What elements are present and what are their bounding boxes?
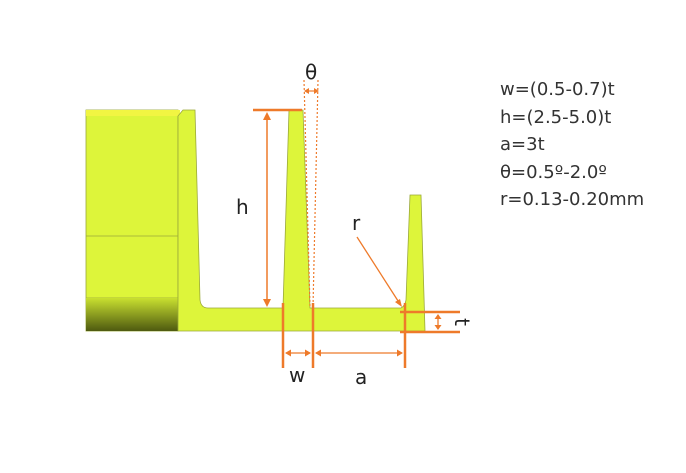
spec-a: a=3t — [500, 134, 545, 155]
side-block-shaded — [86, 298, 178, 331]
w-a-dimension — [281, 303, 407, 368]
side-block — [85, 109, 179, 332]
part-body — [177, 109, 426, 332]
t-dimension — [400, 310, 460, 334]
theta-dimension — [303, 79, 319, 308]
spec-h: h=(2.5-5.0)t — [500, 106, 612, 128]
side-block-top-edge — [86, 110, 180, 116]
h-dimension — [253, 108, 302, 307]
spec-list: w=(0.5-0.7)t h=(2.5-5.0)t a=3t θ=0.5º-2.… — [500, 76, 644, 214]
theta-label: θ — [305, 60, 317, 84]
w-label: w — [289, 363, 305, 387]
h-label: h — [236, 195, 249, 219]
r-leader — [356, 236, 402, 307]
spec-r: r=0.13-0.20mm — [500, 189, 645, 210]
r-label: r — [352, 211, 361, 235]
theta-arrow — [304, 88, 319, 94]
spec-theta: θ=0.5º-2.0º — [500, 161, 607, 183]
a-label: a — [355, 365, 367, 389]
spec-w: w=(0.5-0.7)t — [500, 79, 615, 100]
t-label: t — [450, 318, 474, 326]
